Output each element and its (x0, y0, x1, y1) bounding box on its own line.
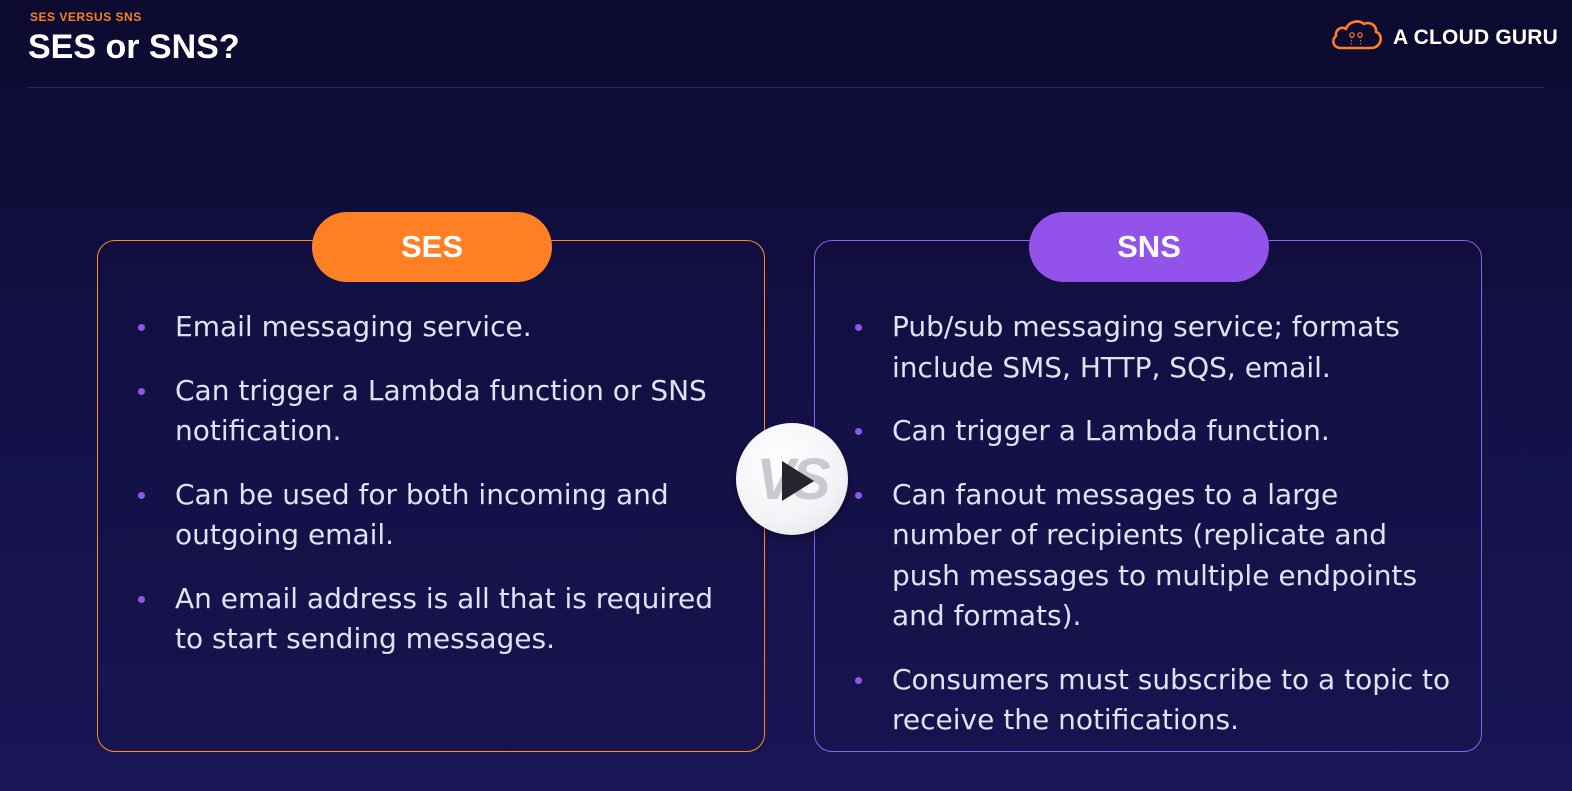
header-divider (28, 87, 1544, 88)
bullet-text: Consumers must subscribe to a topic to r… (892, 662, 1451, 737)
list-item: Can trigger a Lambda function or SNS not… (138, 371, 736, 452)
brand-logo: A CLOUD GURU (1329, 18, 1558, 57)
slide-title: SES or SNS? (28, 28, 240, 66)
bullet-text: Email messaging service. (175, 310, 532, 343)
bullet-dot-icon (138, 387, 145, 395)
sns-label-pill: SNS (1029, 212, 1269, 282)
list-item: Can trigger a Lambda function. (855, 411, 1453, 452)
bullet-dot-icon (855, 324, 862, 331)
bullet-text: Can trigger a Lambda function or SNS not… (175, 373, 707, 448)
bullet-dot-icon (138, 595, 145, 603)
vs-play-button[interactable]: VS (736, 423, 848, 535)
cloud-logo-icon (1329, 18, 1383, 57)
sns-bullet-list: Pub/sub messaging service; formats inclu… (855, 307, 1453, 764)
bullet-dot-icon (855, 491, 862, 499)
bullet-dot-icon (855, 428, 862, 435)
bullet-text: Can fanout messages to a large number of… (892, 477, 1418, 633)
bullet-text: Can be used for both incoming and outgoi… (175, 477, 669, 552)
bullet-text: An email address is all that is required… (175, 581, 714, 656)
bullet-dot-icon (855, 676, 862, 684)
list-item: An email address is all that is required… (138, 579, 736, 660)
bullet-dot-icon (138, 324, 145, 331)
logo-text: A CLOUD GURU (1393, 25, 1558, 49)
ses-bullet-list: Email messaging service. Can trigger a L… (138, 307, 736, 683)
ses-panel: SES Email messaging service. Can trigger… (97, 212, 765, 752)
list-item: Can be used for both incoming and outgoi… (138, 475, 736, 556)
bullet-text: Pub/sub messaging service; formats inclu… (892, 310, 1400, 384)
list-item: Consumers must subscribe to a topic to r… (855, 660, 1453, 741)
list-item: Can fanout messages to a large number of… (855, 475, 1453, 637)
bullet-dot-icon (138, 491, 145, 499)
slide-eyebrow: SES VERSUS SNS (30, 10, 142, 24)
sns-panel: SNS Pub/sub messaging service; formats i… (814, 212, 1482, 752)
bullet-text: Can trigger a Lambda function. (892, 414, 1330, 447)
ses-label-pill: SES (312, 212, 552, 282)
list-item: Email messaging service. (138, 307, 736, 348)
play-icon[interactable] (782, 461, 814, 501)
list-item: Pub/sub messaging service; formats inclu… (855, 307, 1453, 388)
